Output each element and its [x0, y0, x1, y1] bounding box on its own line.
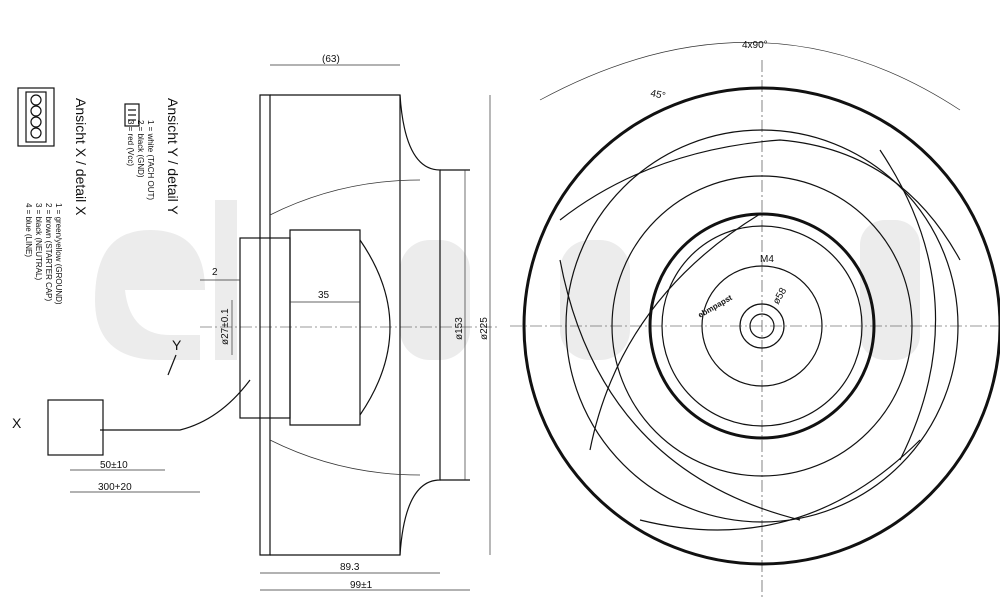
dim-153: ø153 [454, 317, 465, 340]
side-view: (63) 2 35 ø27±0.1 ø153 ø225 89.3 99±1 50… [12, 54, 500, 591]
view-marker-y: Y [172, 337, 182, 353]
legend-y-title: Ansicht Y / detail Y [165, 98, 181, 215]
connector-x-icon [17, 87, 55, 147]
dim-63: (63) [322, 54, 340, 65]
dim-hub-dia: ø27±0.1 [220, 308, 231, 345]
connector-y-icon [124, 103, 140, 127]
dim-2: 2 [212, 267, 218, 278]
legend-x-pin: 1 = green/yellow (GROUND) [54, 203, 63, 305]
watermark-graphic [95, 200, 920, 360]
legend-y-pin: 3 = red (Vcc) [126, 120, 135, 166]
dim-35: 35 [318, 290, 330, 301]
dim-cable-300: 300+20 [98, 482, 132, 493]
legend-y-pin: 2 = black (GND) [136, 120, 145, 178]
dim-89-3: 89.3 [340, 562, 360, 573]
legend-x-pin: 4 = blue (LINE) [24, 203, 33, 257]
legend-x-pin: 3 = black (NEUTRAL) [34, 203, 43, 280]
legend-x-title: Ansicht X / detail X [73, 98, 89, 216]
dim-m4: M4 [760, 254, 774, 265]
legend-x-pin: 2 = brown (STARTER CAP) [44, 203, 53, 302]
dim-4x90: 4x90° [742, 40, 768, 51]
dim-58: ø58 [771, 286, 789, 307]
dim-99: 99±1 [350, 580, 373, 591]
view-marker-x: X [12, 415, 22, 431]
legend-y-pin: 1 = white (TACH OUT) [146, 120, 155, 200]
dim-45: 45° [649, 88, 666, 102]
brand-logo: ebmpapst [697, 293, 735, 320]
dim-225: ø225 [479, 317, 490, 340]
dim-cable-50: 50±10 [100, 460, 128, 471]
